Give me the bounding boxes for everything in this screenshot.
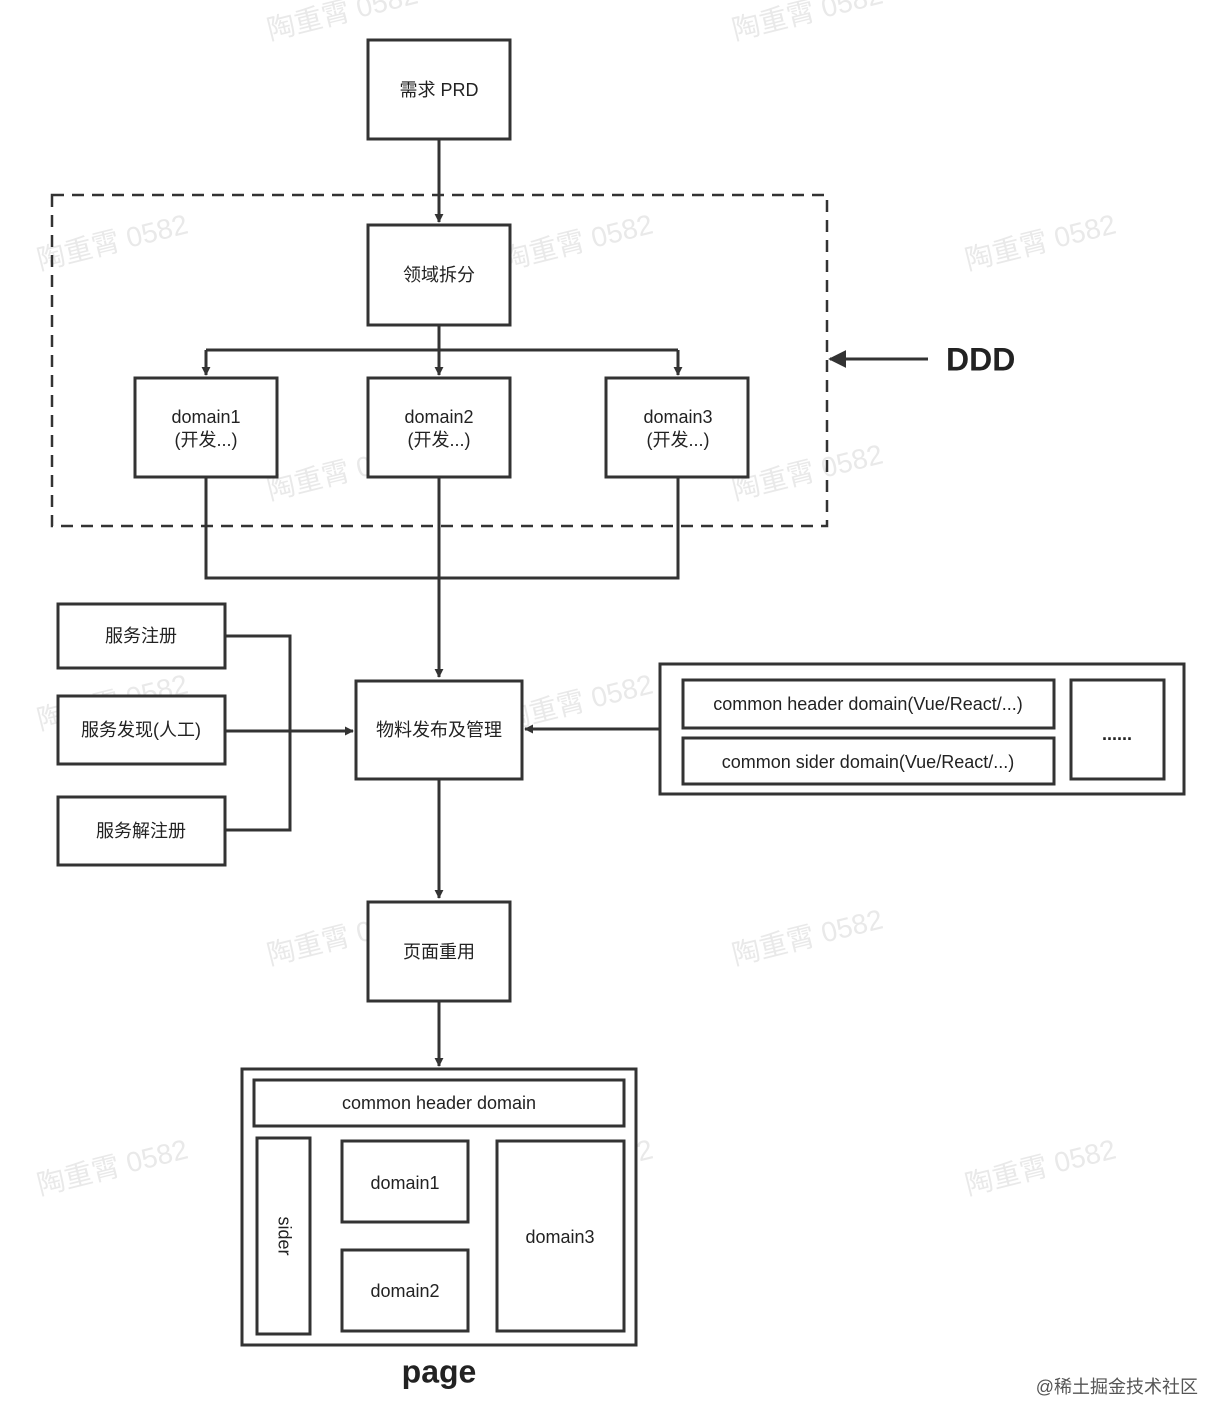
page-title: page — [402, 1353, 477, 1389]
page-domain1-box — [340, 1139, 470, 1224]
reuse-box — [366, 900, 512, 1003]
watermark: 陶重霄 0582 — [499, 208, 656, 275]
common-more-box — [1069, 678, 1166, 781]
service-unregister-label: 服务解注册 — [96, 821, 186, 841]
page-header-box — [252, 1078, 626, 1128]
watermark: 陶重霄 0582 — [34, 1133, 191, 1200]
domain2-sublabel: (开发...) — [408, 430, 471, 450]
boxes — [56, 38, 1186, 1347]
common-header-label: common header domain(Vue/React/...) — [713, 694, 1022, 714]
watermark: 陶重霄 0582 — [729, 438, 886, 505]
service-register-box — [56, 602, 227, 670]
domain2-box — [366, 376, 512, 479]
domain3-label: domain3 — [643, 407, 712, 427]
watermark: 陶重霄 0582 — [962, 1133, 1119, 1200]
reuse-label: 页面重用 — [403, 942, 475, 962]
ddd-title: DDD — [946, 341, 1015, 377]
common-more-label: ...... — [1102, 724, 1132, 744]
watermark: 陶重霄 0582 — [729, 0, 886, 46]
material-box — [354, 679, 524, 781]
prd-box — [366, 38, 512, 141]
page-domain3-label: domain3 — [525, 1227, 594, 1247]
service-discovery-label: 服务发现(人工) — [81, 720, 201, 740]
page-sider-label: sider — [274, 1216, 294, 1255]
watermark: 陶重霄 0582 — [34, 208, 191, 275]
domain2-label: domain2 — [404, 407, 473, 427]
page-sider-box — [255, 1136, 312, 1336]
service-discovery-box — [56, 694, 227, 766]
domain1-sublabel: (开发...) — [175, 430, 238, 450]
split-label: 领域拆分 — [403, 265, 475, 285]
labels: 需求 PRD 领域拆分 domain1 (开发...) domain2 (开发.… — [81, 80, 1132, 1301]
connectors — [201, 139, 928, 1067]
page-domain2-label: domain2 — [370, 1281, 439, 1301]
watermark-layer: 陶重霄 0582 陶重霄 0582 陶重霄 0582 陶重霄 0582 陶重霄 … — [34, 0, 1119, 1201]
domain1-label: domain1 — [171, 407, 240, 427]
service-merge-line — [225, 634, 292, 832]
service-unregister-box — [56, 795, 227, 867]
service-register-label: 服务注册 — [105, 626, 177, 646]
split-box — [366, 223, 512, 327]
domain3-sublabel: (开发...) — [647, 430, 710, 450]
common-sider-box — [681, 736, 1056, 786]
watermark: 陶重霄 0582 — [962, 208, 1119, 275]
footer-credit: @稀土掘金技术社区 — [1036, 1377, 1198, 1397]
domain3-box — [604, 376, 750, 479]
page-header-label: common header domain — [342, 1093, 536, 1113]
page-domain2-box — [340, 1248, 470, 1333]
material-label: 物料发布及管理 — [376, 720, 502, 740]
domain1-box — [133, 376, 279, 479]
page-domain3-box — [495, 1139, 626, 1333]
prd-label: 需求 PRD — [399, 80, 478, 100]
common-sider-label: common sider domain(Vue/React/...) — [722, 752, 1014, 772]
common-header-box — [681, 678, 1056, 730]
page-domain1-label: domain1 — [370, 1173, 439, 1193]
watermark: 陶重霄 0582 — [729, 903, 886, 970]
domains-merge-line — [204, 477, 680, 580]
